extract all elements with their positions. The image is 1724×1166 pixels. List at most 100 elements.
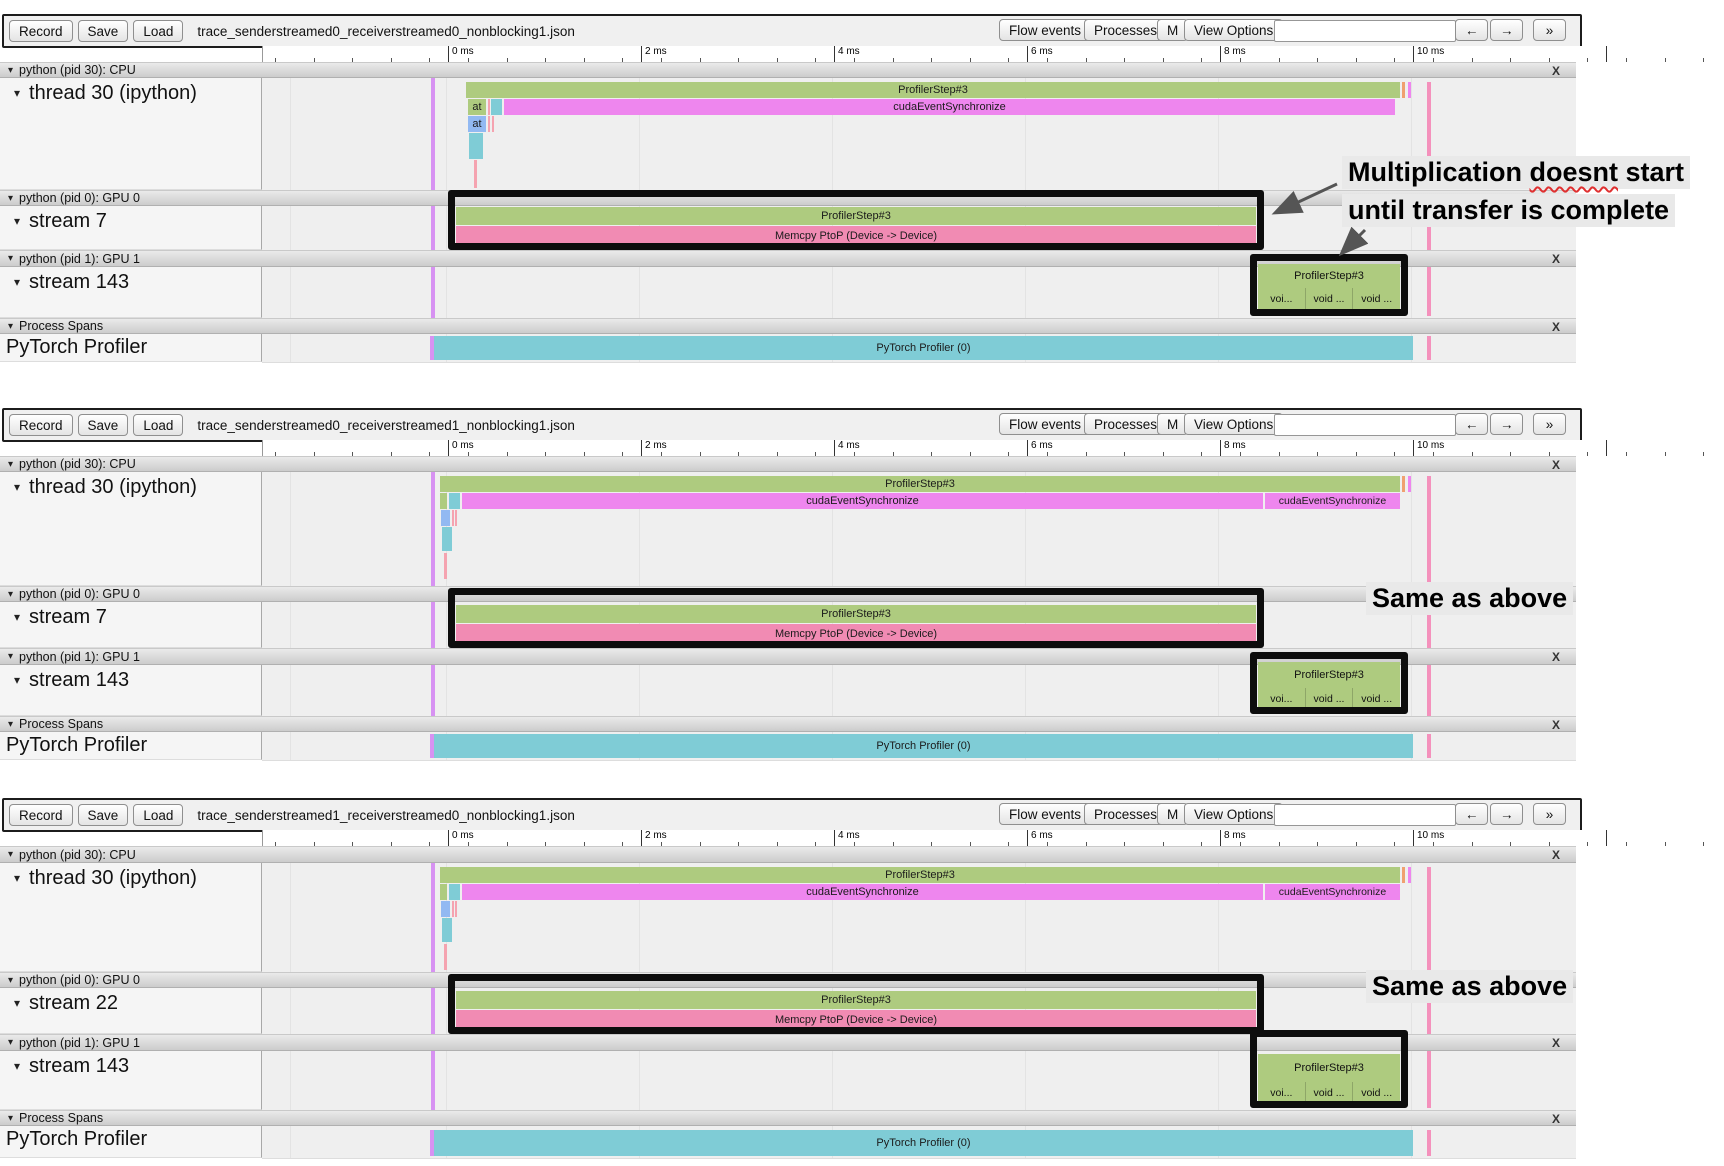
track-label-stream22[interactable]: ▾stream 22 [0, 988, 262, 1034]
slice-cuda-event-sync[interactable]: cudaEventSynchronize [462, 884, 1263, 900]
slice-profiler-step[interactable]: ProfilerStep#3 [440, 476, 1400, 492]
process-header-cpu[interactable]: ▾ python (pid 30): CPU X [0, 846, 1576, 863]
slice-at[interactable]: at [468, 99, 486, 115]
load-button[interactable]: Load [133, 414, 184, 436]
slice-kernel[interactable]: void ... [1352, 288, 1400, 310]
load-button[interactable]: Load [133, 20, 184, 42]
process-header-gpu0[interactable]: ▾ python (pid 0): GPU 0 [0, 972, 1576, 988]
search-input[interactable] [1274, 20, 1456, 42]
flow-events-button[interactable]: Flow events [999, 803, 1092, 825]
close-track-icon[interactable]: X [1552, 252, 1561, 266]
save-button[interactable]: Save [77, 414, 129, 436]
process-header-gpu1[interactable]: ▾ python (pid 1): GPU 1 X [0, 1034, 1576, 1051]
close-track-icon[interactable]: X [1552, 1112, 1561, 1126]
close-track-icon[interactable]: X [1552, 458, 1561, 472]
flow-events-button[interactable]: Flow events [999, 413, 1092, 435]
record-button[interactable]: Record [9, 804, 73, 826]
slice-profiler-step[interactable]: ProfilerStep#3 [466, 82, 1400, 98]
slice-group-gpu1[interactable]: ProfilerStep#3 voi... void ... void ... [1258, 1054, 1400, 1104]
view-options-button[interactable]: View Options [1184, 413, 1284, 435]
track-label-thread[interactable]: ▾thread 30 (ipython) [0, 863, 262, 972]
slice-kernel[interactable]: voi... [1270, 293, 1293, 305]
flow-events-button[interactable]: Flow events [999, 19, 1092, 41]
nav-right-button[interactable]: → [1490, 19, 1523, 41]
slice-gpu-profiler-step[interactable]: ProfilerStep#3 [456, 207, 1256, 225]
nav-more-button[interactable]: » [1533, 803, 1566, 825]
process-header-gpu0[interactable]: ▾ python (pid 0): GPU 0 [0, 586, 1576, 602]
view-options-button[interactable]: View Options [1184, 803, 1284, 825]
slice-kernel[interactable]: void ... [1304, 1082, 1353, 1104]
slice-gpu-profiler-step[interactable]: ProfilerStep#3 [456, 605, 1256, 623]
slice-kernel[interactable]: void ... [1352, 1082, 1400, 1104]
slice-cuda-event-sync[interactable]: cudaEventSynchronize [462, 493, 1263, 509]
process-header-spans[interactable]: ▾ Process Spans X [0, 318, 1576, 334]
processes-button[interactable]: Processes [1084, 19, 1168, 41]
nav-left-button[interactable]: ← [1455, 19, 1488, 41]
processes-button[interactable]: Processes [1084, 803, 1168, 825]
track-label-stream143[interactable]: ▾stream 143 [0, 267, 262, 318]
track-label-thread[interactable]: ▾thread 30 (ipython) [0, 78, 262, 190]
track-label-pytorch[interactable]: PyTorch Profiler [0, 732, 262, 760]
process-header-cpu[interactable]: ▾ python (pid 30): CPU X [0, 62, 1576, 78]
track-label-stream7[interactable]: ▾stream 7 [0, 206, 262, 250]
slice-gpu1-profiler-step[interactable]: ProfilerStep#3 [1294, 1062, 1364, 1074]
track-label-stream143[interactable]: ▾stream 143 [0, 665, 262, 716]
search-input[interactable] [1274, 414, 1456, 436]
slice-kernel[interactable]: void ... [1352, 688, 1400, 710]
slice-memcpy-ptop[interactable]: Memcpy PtoP (Device -> Device) [456, 226, 1256, 246]
slice-gpu1-profiler-step[interactable]: ProfilerStep#3 [1294, 669, 1364, 681]
close-track-icon[interactable]: X [1552, 650, 1561, 664]
slice-pytorch-profiler[interactable]: PyTorch Profiler (0) [434, 336, 1413, 360]
slice-gpu-profiler-step[interactable]: ProfilerStep#3 [456, 991, 1256, 1009]
close-track-icon[interactable]: X [1552, 64, 1561, 78]
track-label-pytorch[interactable]: PyTorch Profiler [0, 334, 262, 362]
slice-group-gpu1[interactable]: ProfilerStep#3 voi... void ... void ... [1258, 662, 1400, 710]
close-track-icon[interactable]: X [1552, 848, 1561, 862]
search-input[interactable] [1274, 804, 1456, 826]
nav-left-button[interactable]: ← [1455, 803, 1488, 825]
slice-at[interactable]: at [468, 116, 486, 132]
slice-cuda-event-sync[interactable]: cudaEventSynchronize [504, 99, 1395, 115]
slice-pytorch-profiler[interactable]: PyTorch Profiler (0) [434, 734, 1413, 758]
slice-memcpy-ptop[interactable]: Memcpy PtoP (Device -> Device) [456, 1010, 1256, 1030]
process-header-gpu1[interactable]: ▾ python (pid 1): GPU 1 X [0, 648, 1576, 665]
close-track-icon[interactable]: X [1552, 320, 1561, 334]
process-header-cpu[interactable]: ▾ python (pid 30): CPU X [0, 456, 1576, 472]
slice-kernel[interactable]: void ... [1304, 688, 1353, 710]
slice-cuda-event-sync[interactable]: cudaEventSynchronize [1265, 493, 1400, 509]
slice-pytorch-profiler[interactable]: PyTorch Profiler (0) [434, 1130, 1413, 1156]
slice-profiler-step[interactable]: ProfilerStep#3 [440, 867, 1400, 883]
process-header-gpu1[interactable]: ▾ python (pid 1): GPU 1 X [0, 250, 1576, 267]
save-button[interactable]: Save [77, 804, 129, 826]
metrics-button[interactable]: M [1157, 803, 1189, 825]
record-button[interactable]: Record [9, 20, 73, 42]
nav-right-button[interactable]: → [1490, 413, 1523, 435]
close-track-icon[interactable]: X [1552, 1036, 1561, 1050]
processes-button[interactable]: Processes [1084, 413, 1168, 435]
save-button[interactable]: Save [77, 20, 129, 42]
slice-memcpy-ptop[interactable]: Memcpy PtoP (Device -> Device) [456, 624, 1256, 644]
close-track-icon[interactable]: X [1552, 718, 1561, 732]
process-header-spans[interactable]: ▾ Process Spans X [0, 716, 1576, 732]
track-label-stream143[interactable]: ▾stream 143 [0, 1051, 262, 1110]
record-button[interactable]: Record [9, 414, 73, 436]
nav-more-button[interactable]: » [1533, 413, 1566, 435]
slice-gpu1-profiler-step[interactable]: ProfilerStep#3 [1294, 270, 1364, 282]
nav-more-button[interactable]: » [1533, 19, 1566, 41]
track-label-stream7[interactable]: ▾stream 7 [0, 602, 262, 648]
track-label-thread[interactable]: ▾thread 30 (ipython) [0, 472, 262, 586]
track-label-pytorch[interactable]: PyTorch Profiler [0, 1126, 262, 1158]
slice-kernel[interactable]: voi... [1270, 1087, 1293, 1099]
slice-cuda-event-sync[interactable]: cudaEventSynchronize [1265, 884, 1400, 900]
nav-left-button[interactable]: ← [1455, 413, 1488, 435]
slice-kernel[interactable]: voi... [1270, 693, 1293, 705]
slice-kernel[interactable]: void ... [1304, 288, 1353, 310]
load-button[interactable]: Load [133, 804, 184, 826]
slice-group-gpu1[interactable]: ProfilerStep#3 voi... void ... void ... [1258, 264, 1400, 310]
process-header-spans[interactable]: ▾ Process Spans X [0, 1110, 1576, 1126]
nav-right-button[interactable]: → [1490, 803, 1523, 825]
view-options-button[interactable]: View Options [1184, 19, 1284, 41]
